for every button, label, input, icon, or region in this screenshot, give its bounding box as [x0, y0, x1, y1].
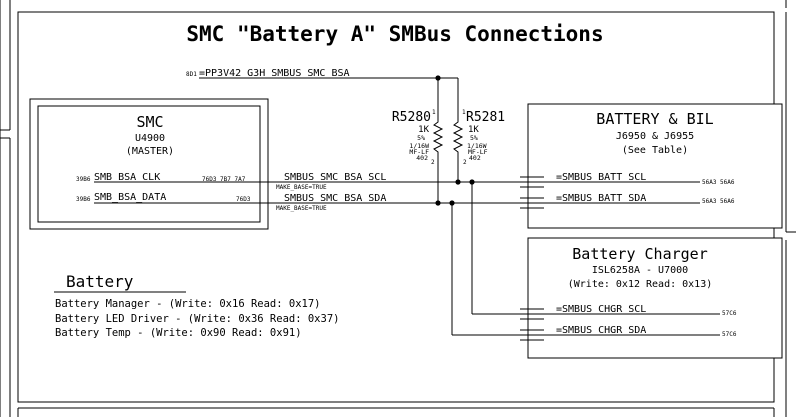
- connector-chgr-scl: [520, 308, 544, 320]
- r5281-pin1: 1: [462, 109, 466, 116]
- battery-bil-block: BATTERY & BIL J6950 & J6955 (See Table) …: [520, 103, 783, 229]
- chgr-scl-name: =SMBUS_CHGR_SCL: [556, 304, 646, 315]
- connector-batt-sda: [520, 197, 544, 209]
- power-rail: 8D1 =PP3V42_G3H_SMBUS_SMC_BSA: [186, 68, 459, 118]
- r5281-pin2: 2: [463, 159, 467, 166]
- r5280-ref: R5280: [392, 110, 431, 125]
- battery-bil-title: BATTERY & BIL: [596, 110, 713, 128]
- r5280-power: 1/16W: [409, 142, 429, 150]
- batt-scl-xref: 56A3 56A6: [702, 179, 735, 186]
- batt-scl-name: =SMBUS_BATT_SCL: [556, 172, 646, 183]
- smc-pin-data-xref: 76D3: [236, 196, 251, 203]
- smc-block: SMC U4900 (MASTER) 39B6 SMB_BSA_CLK 76D3…: [29, 98, 269, 230]
- battery-bil-connectors: J6950 & J6955: [616, 131, 694, 142]
- battery-bil-note: (See Table): [622, 145, 688, 156]
- power-rail-ref: 8D1: [186, 71, 197, 78]
- r5280-type: MF-LF: [409, 148, 429, 156]
- net-sda-tag: MAKE_BASE=TRUE: [276, 205, 327, 212]
- smc-pin-data-sheetref: 39B6: [76, 196, 91, 203]
- charger-title: Battery Charger: [572, 245, 707, 263]
- chgr-sda-name: =SMBUS_CHGR_SDA: [556, 325, 646, 336]
- smc-title: SMC: [136, 113, 163, 131]
- smc-pin-clk-name: SMB_BSA_CLK: [94, 172, 160, 183]
- connector-chgr-sda: [520, 329, 544, 341]
- battery-charger-block: Battery Charger ISL6258A - U7000 (Write:…: [520, 237, 783, 359]
- batt-sda-xref: 56A3 56A6: [702, 198, 735, 205]
- charger-address: (Write: 0x12 Read: 0x13): [568, 279, 713, 290]
- r5281-size: 402: [469, 154, 481, 162]
- chgr-scl-xref: 57C6: [722, 310, 737, 317]
- resistor-r5281: R5281 1 1K 5% 1/16W MF-LF 402 2: [452, 109, 505, 166]
- net-scl-name: SMBUS_SMC_BSA_SCL: [284, 172, 386, 183]
- resistor-r5280: R5280 1 1K 5% 1/16W MF-LF 402 2: [392, 109, 444, 166]
- page-title: SMC "Battery A" SMBus Connections: [186, 22, 603, 46]
- r5281-type: MF-LF: [468, 148, 488, 156]
- r5280-tol: 5%: [417, 134, 425, 142]
- batt-sda-name: =SMBUS_BATT_SDA: [556, 193, 646, 204]
- chgr-sda-xref: 57C6: [722, 331, 737, 338]
- r5281-tol: 5%: [470, 134, 478, 142]
- r5280-pin2: 2: [431, 159, 435, 166]
- power-rail-name: =PP3V42_G3H_SMBUS_SMC_BSA: [199, 68, 350, 79]
- r5281-ref: R5281: [466, 110, 505, 125]
- r5281-value: 1K: [468, 125, 479, 135]
- battery-table-row: Battery LED Driver - (Write: 0x36 Read: …: [55, 313, 339, 325]
- smc-ref: U4900: [135, 133, 165, 144]
- battery-table-heading: Battery: [66, 272, 134, 291]
- charger-part: ISL6258A - U7000: [592, 265, 688, 276]
- net-sda-name: SMBUS_SMC_BSA_SDA: [284, 193, 386, 204]
- smc-pin-clk-xref: 76D3 7B7 7A7: [202, 176, 246, 183]
- r5280-pin1: 1: [432, 109, 436, 116]
- smc-role: (MASTER): [126, 146, 174, 157]
- battery-address-table: Battery Battery Manager - (Write: 0x16 R…: [54, 272, 339, 339]
- r5280-size: 402: [416, 154, 428, 162]
- smc-pin-clk-sheetref: 39B6: [76, 176, 91, 183]
- r5281-power: 1/16W: [467, 142, 487, 150]
- battery-table-row: Battery Manager - (Write: 0x16 Read: 0x1…: [55, 298, 321, 310]
- net-scl-tag: MAKE_BASE=TRUE: [276, 184, 327, 191]
- connector-batt-scl: [520, 176, 544, 188]
- battery-table-row: Battery Temp - (Write: 0x90 Read: 0x91): [55, 327, 302, 339]
- smc-pin-data-name: SMB_BSA_DATA: [94, 192, 166, 203]
- r5280-value: 1K: [418, 125, 429, 135]
